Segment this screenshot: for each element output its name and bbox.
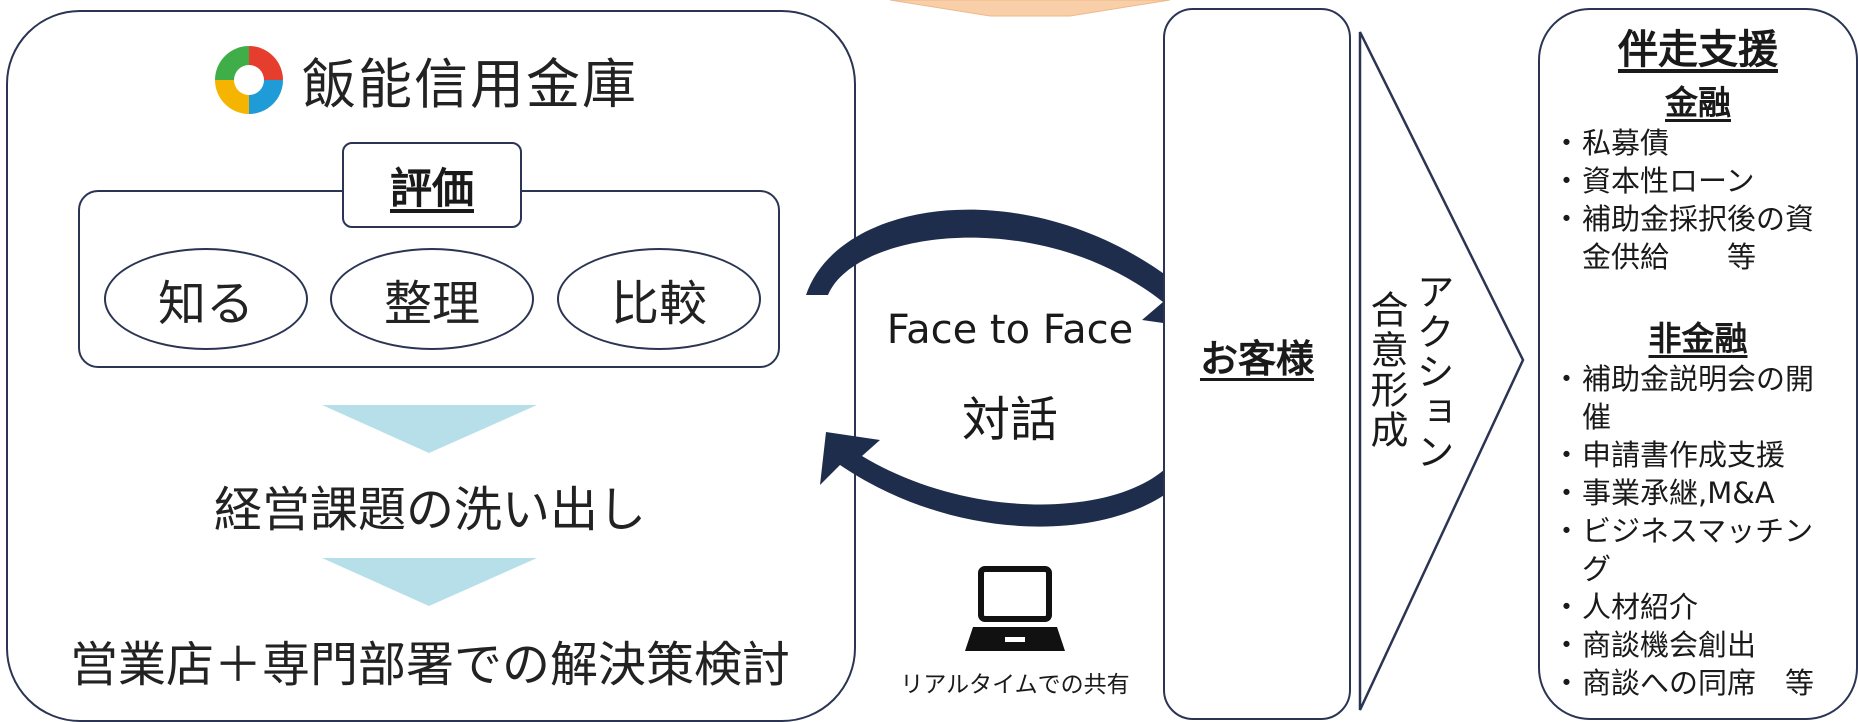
list-item: ビジネスマッチング [1552, 512, 1827, 588]
laptop-caption-row: リアルタイムでの共有 [870, 664, 1160, 700]
bank-name: 飯能信用金庫 [302, 53, 638, 116]
step-organize: 整理 [330, 248, 534, 350]
down-chevron-2 [322, 558, 537, 606]
step-compare: 比較 [557, 248, 761, 350]
bank-header: 飯能信用金庫 [210, 40, 638, 119]
financial-list: 私募債 資本性ローン 補助金採択後の資金供給 等 [1552, 124, 1842, 276]
laptop-icon [965, 566, 1065, 651]
action-text: アクション [1410, 272, 1454, 472]
customer-label-row: お客様 [1163, 320, 1351, 390]
solutions-text: 営業店＋専門部署での解決策検討 [69, 637, 790, 693]
step-compare-label: 比較 [610, 276, 707, 332]
step-know: 知る [104, 248, 308, 350]
evaluation-label-box: 評価 [342, 142, 522, 228]
list-item: 私募債 [1552, 124, 1842, 162]
list-item: 人材紹介 [1552, 588, 1827, 626]
non-financial-title-row: 非金融 [1538, 312, 1858, 360]
step-know-label: 知る [157, 276, 254, 332]
bank-logo-icon [213, 43, 285, 116]
dialogue-row: 対話 [860, 380, 1160, 450]
financial-title-row: 金融 [1538, 76, 1858, 124]
list-item: 事業承継,M&A [1552, 474, 1827, 512]
list-item: 補助金採択後の資金供給 等 [1552, 200, 1842, 276]
issues-text: 経営課題の洗い出し [213, 482, 646, 538]
top-arrow-shape [890, 0, 1170, 17]
non-financial-list: 補助金説明会の開催 申請書作成支援 事業承継,M&A ビジネスマッチング 人材紹… [1552, 360, 1827, 702]
solutions-text-row: 営業店＋専門部署での解決策検討 [20, 625, 840, 695]
list-item: 商談機会創出 [1552, 626, 1827, 664]
agreement-text: 合意形成 [1364, 290, 1408, 450]
list-item: 商談への同席 等 [1552, 664, 1827, 702]
customer-label: お客様 [1199, 336, 1314, 381]
step-organize-label: 整理 [383, 276, 480, 332]
list-item: 資本性ローン [1552, 162, 1842, 200]
list-item: 補助金説明会の開催 [1552, 360, 1827, 436]
laptop-caption: リアルタイムでの共有 [900, 672, 1130, 698]
evaluation-label: 評価 [389, 163, 474, 213]
cycle-arrow-icon [806, 209, 1210, 527]
face-to-face-row: Face to Face [860, 300, 1160, 360]
issues-text-row: 経営課題の洗い出し [20, 470, 840, 540]
support-title: 伴走支援 [1618, 27, 1778, 73]
financial-title: 金融 [1665, 83, 1731, 122]
support-title-row: 伴走支援 [1538, 18, 1858, 74]
down-chevron-1 [322, 405, 537, 453]
non-financial-title: 非金融 [1648, 319, 1748, 358]
dialogue-text: 対話 [961, 392, 1058, 448]
face-to-face-text: Face to Face [886, 307, 1134, 353]
list-item: 申請書作成支援 [1552, 436, 1827, 474]
action-chevron-shape [1358, 31, 1525, 711]
customer-panel [1163, 8, 1351, 720]
